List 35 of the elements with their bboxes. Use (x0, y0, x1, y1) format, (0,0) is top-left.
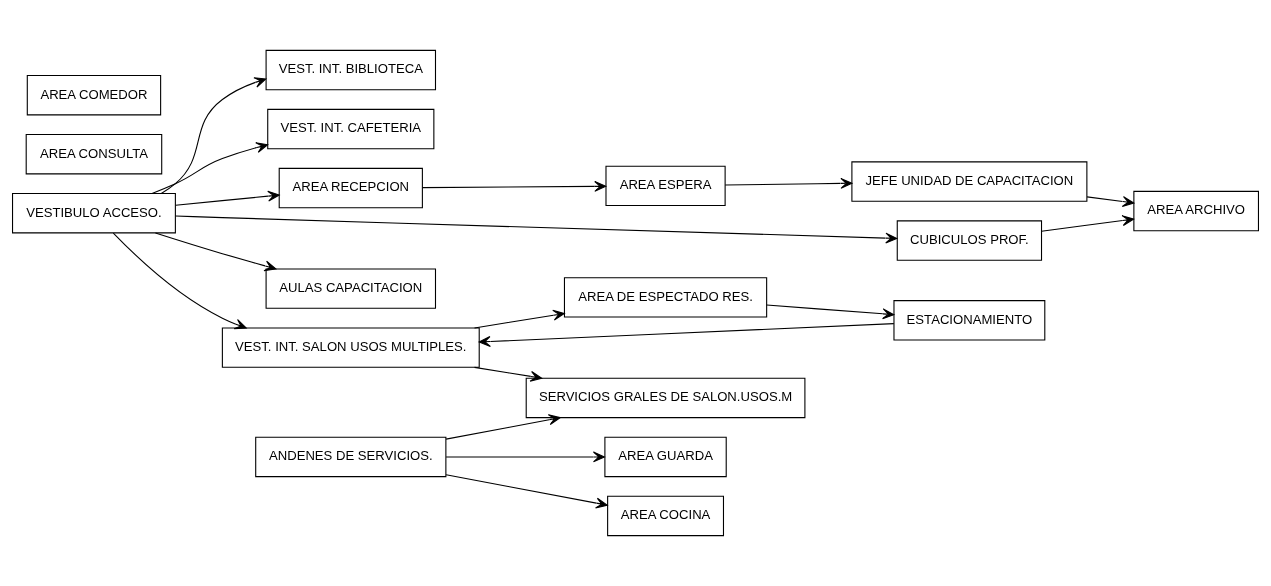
node-box: AREA ESPERA (605, 165, 726, 207)
arrow (766, 304, 895, 320)
node-box: AULAS CAPACITACION (265, 268, 437, 309)
node-box: SERVICIOS GRALES DE SALON.USOS.M (525, 377, 806, 419)
arrow (421, 180, 607, 192)
arrow (445, 474, 608, 509)
node-box: VEST. INT. SALON USOS MULTIPLES. (221, 327, 480, 368)
arrow (445, 414, 561, 440)
node-box: CUBICULOS PROF. (896, 220, 1043, 261)
node-box: AREA COCINA (607, 495, 725, 537)
arrow (154, 232, 277, 272)
node-box: AREA RECEPCION (278, 167, 423, 209)
arrow (1041, 215, 1135, 232)
node-box: AREA DE ESPECTADO RES. (563, 277, 768, 318)
node-box: AREA CONSULTA (25, 134, 163, 175)
node-box: AREA COMEDOR (26, 74, 162, 116)
arrow (473, 366, 543, 382)
arrow (478, 323, 895, 347)
arrow (160, 77, 267, 194)
arrow (175, 215, 898, 244)
node-box: VEST. INT. CAFETERIA (267, 108, 435, 150)
arrow (175, 190, 280, 206)
node-box: JEFE UNIDAD DE CAPACITACION (851, 161, 1088, 202)
node-box: ANDENES DE SERVICIOS. (255, 436, 447, 478)
node-box: ESTACIONAMIENTO (893, 300, 1046, 341)
node-box: AREA ARCHIVO (1133, 190, 1259, 232)
arrow (1086, 196, 1135, 207)
arrow (112, 232, 247, 330)
node-box: VEST. INT. BIBLIOTECA (265, 49, 437, 91)
arrow (151, 142, 269, 194)
node-box: VESTIBULO ACCESO. (12, 193, 176, 234)
node-box: AREA GUARDA (604, 436, 727, 478)
arrow (445, 451, 605, 463)
arrow (473, 309, 565, 329)
arrow (724, 177, 853, 189)
